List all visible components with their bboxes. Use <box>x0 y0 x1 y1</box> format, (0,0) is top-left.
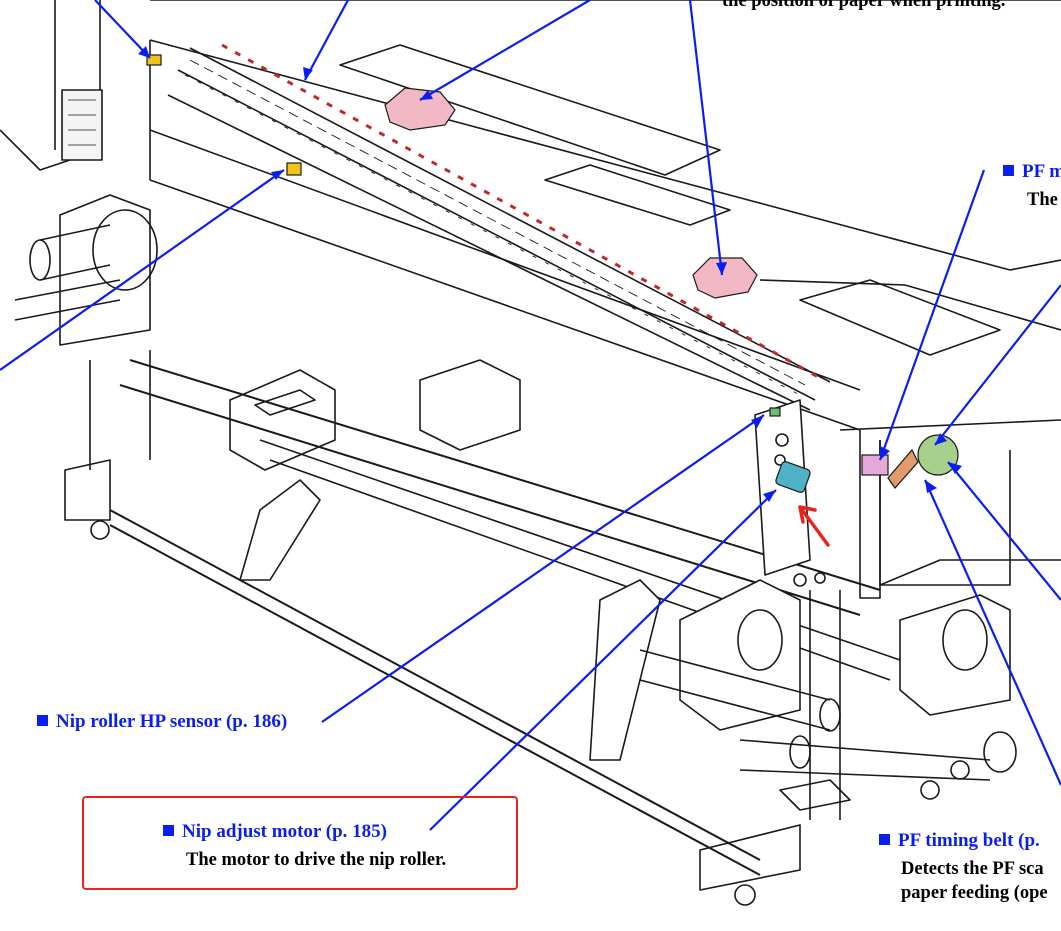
highlighted-parts <box>146 54 959 493</box>
pf-motor-desc: The <box>1027 190 1058 210</box>
blue-square-icon <box>37 715 48 726</box>
pink-cap-top <box>384 87 456 131</box>
red-arrow-icon <box>798 505 830 547</box>
nip-adjust-motor-body <box>775 461 811 493</box>
sensor-yellow-mid <box>286 162 302 176</box>
nip-roller-hp-sensor-title: Nip roller HP sensor (p. 186) <box>56 711 288 732</box>
leader-arrowheads <box>138 46 962 502</box>
pressure-roller-rail <box>221 43 821 380</box>
pink-cap-right <box>692 257 758 299</box>
pf-timing-belt-desc-1: Detects the PF sca <box>901 859 1044 879</box>
paper-guide-rollers <box>184 59 806 396</box>
top-caption: the position of paper when printing. <box>722 0 1006 11</box>
nip-adjust-motor-callout-box <box>82 796 518 890</box>
nip-roller-hp-sensor-label: Nip roller HP sensor (p. 186) <box>37 712 287 731</box>
pf-scale-gear <box>917 434 959 476</box>
leader-lines <box>0 0 1061 831</box>
pf-motor-title: PF m <box>1022 161 1061 182</box>
nip-adjust-motor-title: Nip adjust motor (p. 185) <box>182 821 387 842</box>
sensor-yellow-top <box>146 54 162 66</box>
pf-timing-belt-label: PF timing belt (p. <box>879 831 1040 850</box>
pf-timing-belt-title: PF timing belt (p. <box>898 830 1040 851</box>
pf-motor-housing <box>861 454 889 476</box>
nip-adjust-motor-desc: The motor to drive the nip roller. <box>186 850 447 870</box>
blue-square-icon <box>163 825 174 836</box>
pf-timing-belt-shape <box>887 448 919 489</box>
pf-timing-belt-desc-2: paper feeding (ope <box>901 883 1048 903</box>
sensor-green-small <box>769 407 781 417</box>
blue-square-icon <box>879 834 890 845</box>
pf-motor-label: PF m <box>1003 162 1061 181</box>
nip-adjust-motor-label: Nip adjust motor (p. 185) <box>163 822 387 841</box>
blue-square-icon <box>1003 165 1014 176</box>
printer-line-art <box>0 0 1061 906</box>
